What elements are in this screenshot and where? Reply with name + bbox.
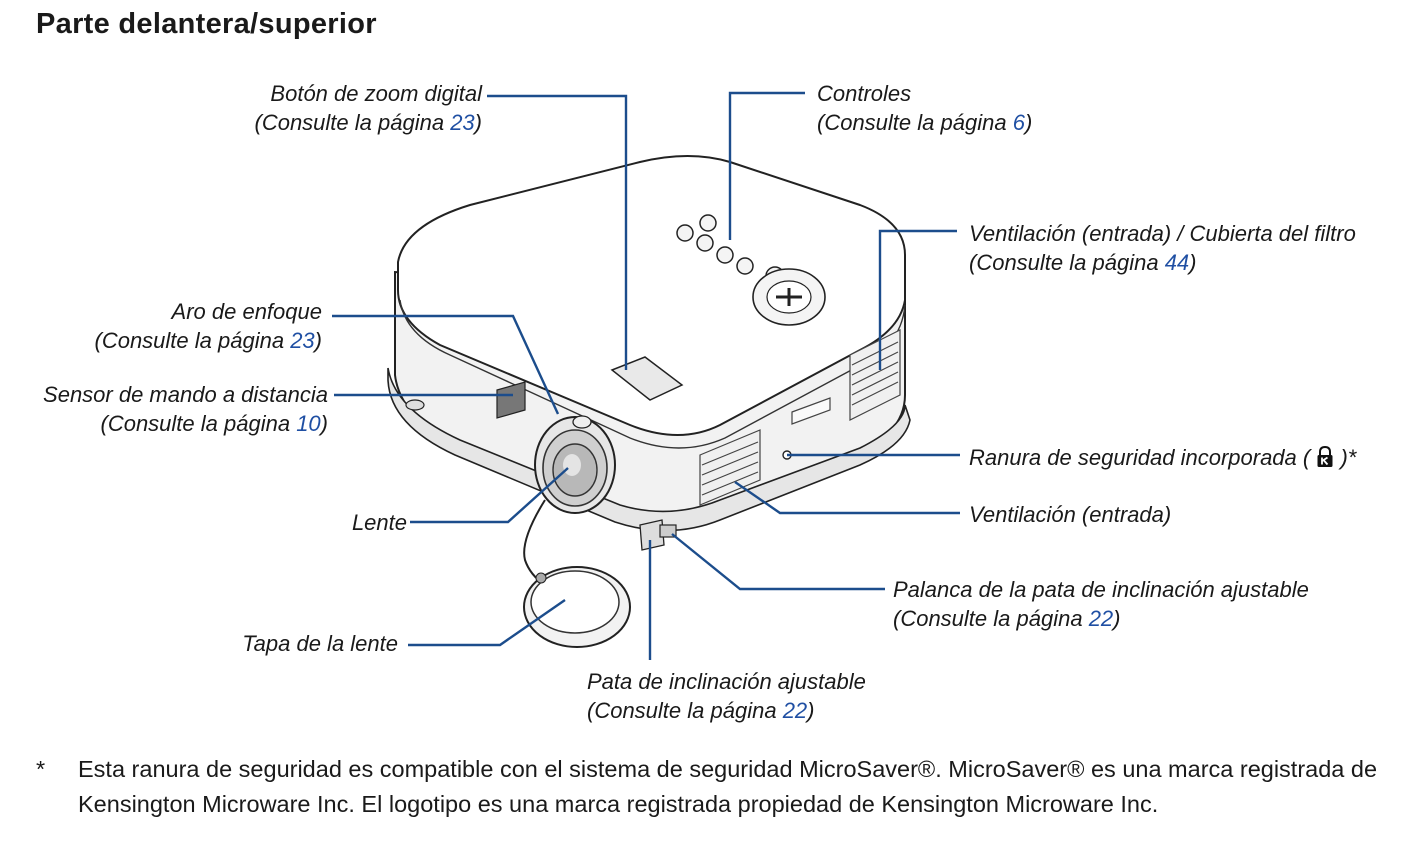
label-remote-sensor: Sensor de mando a distancia (Consulte la…	[4, 380, 328, 438]
leader-vent-filter	[878, 229, 957, 370]
label-tilt-lever-name: Palanca de la pata de inclinación ajusta…	[893, 577, 1309, 602]
label-tilt-foot: Pata de inclinación ajustable (Consulte …	[587, 667, 866, 725]
ref-prefix: (Consulte la página	[817, 110, 1013, 135]
ref-suffix: )	[1113, 606, 1121, 631]
ref-suffix: )	[1189, 250, 1197, 275]
leader-focus	[332, 314, 560, 415]
projector-diagram	[332, 91, 960, 660]
label-lens-cap: Tapa de la lente	[242, 631, 398, 656]
label-controls: Controles (Consulte la página 6)	[817, 79, 1032, 137]
label-focus-ring: Aro de enfoque (Consulte la página 23)	[40, 297, 323, 355]
ref-suffix: )	[807, 698, 815, 723]
kensington-lock-icon	[1317, 446, 1333, 467]
label-security-suffix: )*	[1334, 445, 1357, 470]
label-zoom-button: Botón de zoom digital (Consulte la págin…	[200, 79, 483, 137]
leader-vent	[734, 481, 960, 515]
ref-prefix: (Consulte la página	[969, 250, 1165, 275]
page-title: Parte delantera/superior	[36, 8, 377, 40]
leader-lines	[332, 91, 960, 660]
label-tilt-foot-name: Pata de inclinación ajustable	[587, 669, 866, 694]
ref-prefix: (Consulte la página	[94, 328, 291, 353]
label-vent: Ventilación (entrada)	[969, 502, 1172, 527]
leader-zoom	[487, 94, 628, 370]
page-link-44[interactable]: 44	[1164, 250, 1190, 275]
ref-prefix: (Consulte la página	[587, 698, 783, 723]
label-lens: Lente	[351, 510, 407, 535]
label-vent-filter-name: Ventilación (entrada) / Cubierta del fil…	[969, 221, 1356, 246]
label-security-name: Ranura de seguridad incorporada (	[969, 445, 1317, 470]
label-security-slot: Ranura de seguridad incorporada ( )*	[969, 443, 1356, 472]
ref-prefix: (Consulte la página	[254, 110, 451, 135]
page-link-22[interactable]: 22	[782, 698, 808, 723]
leader-lens	[410, 467, 569, 524]
footnote-text: Esta ranura de seguridad es compatible c…	[78, 756, 1378, 817]
footnote-marker: *	[36, 756, 46, 782]
page-link-22[interactable]: 22	[1088, 606, 1114, 631]
ref-suffix: )	[474, 110, 482, 135]
label-focus-name: Aro de enfoque	[171, 299, 322, 324]
page-link-23[interactable]: 23	[450, 110, 475, 135]
label-tilt-lever: Palanca de la pata de inclinación ajusta…	[893, 575, 1309, 633]
label-controls-name: Controles	[817, 81, 912, 106]
label-sensor-name: Sensor de mando a distancia	[43, 382, 328, 407]
ref-suffix: )	[1024, 110, 1033, 135]
leader-controls	[728, 91, 805, 240]
label-vent-filter: Ventilación (entrada) / Cubierta del fil…	[969, 219, 1356, 277]
ref-suffix: )	[314, 328, 322, 353]
leader-lens-cap	[408, 599, 566, 647]
ref-suffix: )	[320, 411, 328, 436]
ref-prefix: (Consulte la página	[893, 606, 1089, 631]
leader-tilt-lever	[671, 533, 885, 591]
ref-prefix: (Consulte la página	[100, 411, 297, 436]
page-link-6[interactable]: 6	[1012, 110, 1025, 135]
page-link-23[interactable]: 23	[290, 328, 315, 353]
projector-illustration	[387, 155, 911, 648]
page-link-10[interactable]: 10	[296, 411, 321, 436]
label-zoom-name: Botón de zoom digital	[270, 81, 482, 106]
